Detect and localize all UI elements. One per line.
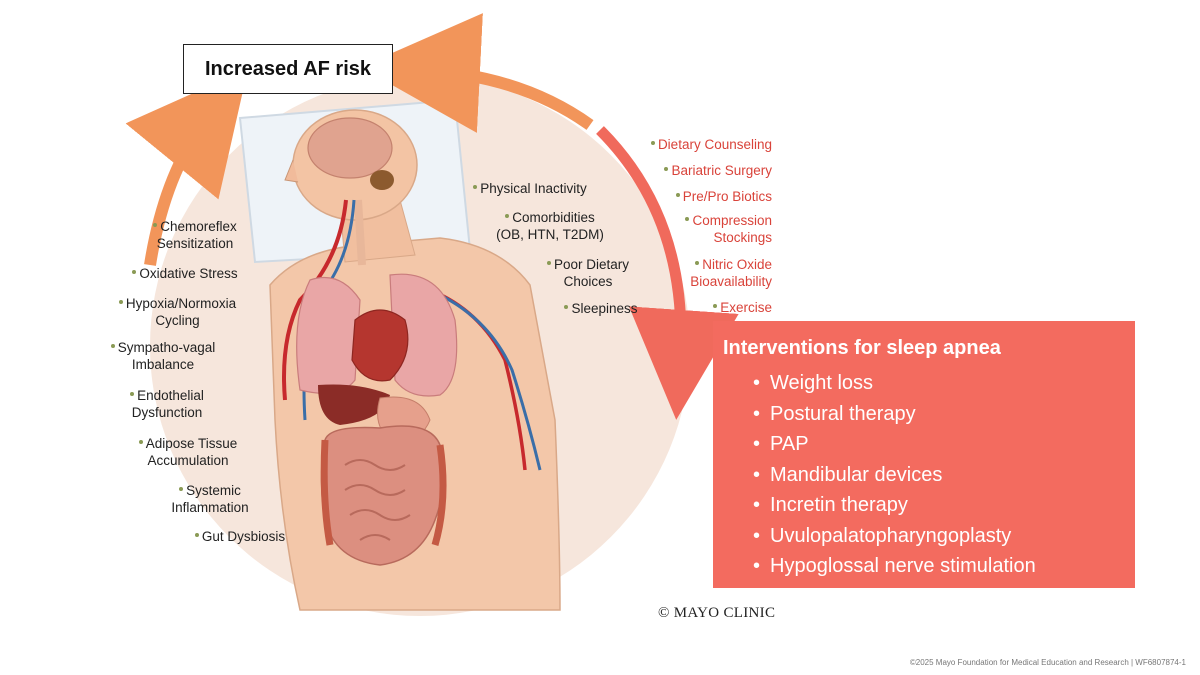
factor-gut-dysbiosis: Gut Dysbiosis (185, 528, 295, 545)
title-box: Increased AF risk (183, 44, 393, 94)
intervention-pre-pro-biotics: Pre/Pro Biotics (620, 188, 772, 205)
list-item: Mandibular devices (753, 460, 1135, 491)
list-item: Uvulopalatopharyngoplasty (753, 521, 1135, 552)
human-body (269, 109, 561, 611)
list-item: Incretin therapy (753, 490, 1135, 521)
list-item: Postural therapy (753, 399, 1135, 430)
factor-oxidative-stress: Oxidative Stress (120, 265, 250, 282)
factor-physical-inactivity: Physical Inactivity (465, 180, 595, 197)
top-arrow (360, 13, 594, 133)
interventions-box: Interventions for sleep apnea Weight los… (713, 321, 1135, 588)
factor-sleepiness: Sleepiness (556, 300, 646, 317)
intervention-dietary-counseling: Dietary Counseling (620, 136, 772, 153)
interventions-title: Interventions for sleep apnea (723, 337, 1001, 359)
intervention-bariatric-surgery: Bariatric Surgery (620, 162, 772, 179)
list-item: Hypoglossal nerve stimulation (753, 551, 1135, 582)
right-arrow (596, 126, 739, 420)
footer-text: ©2025 Mayo Foundation for Medical Educat… (909, 658, 1186, 667)
list-item: Weight loss (753, 368, 1135, 399)
interventions-list: Weight loss Postural therapy PAP Mandibu… (723, 368, 1135, 582)
left-arrow (125, 68, 248, 266)
copyright-mark: © MAYO CLINIC (658, 605, 776, 621)
intervention-exercise: Exercise (620, 299, 772, 316)
factor-comorbidities: Comorbidities(OB, HTN, T2DM) (496, 210, 604, 242)
list-item: PAP (753, 429, 1135, 460)
